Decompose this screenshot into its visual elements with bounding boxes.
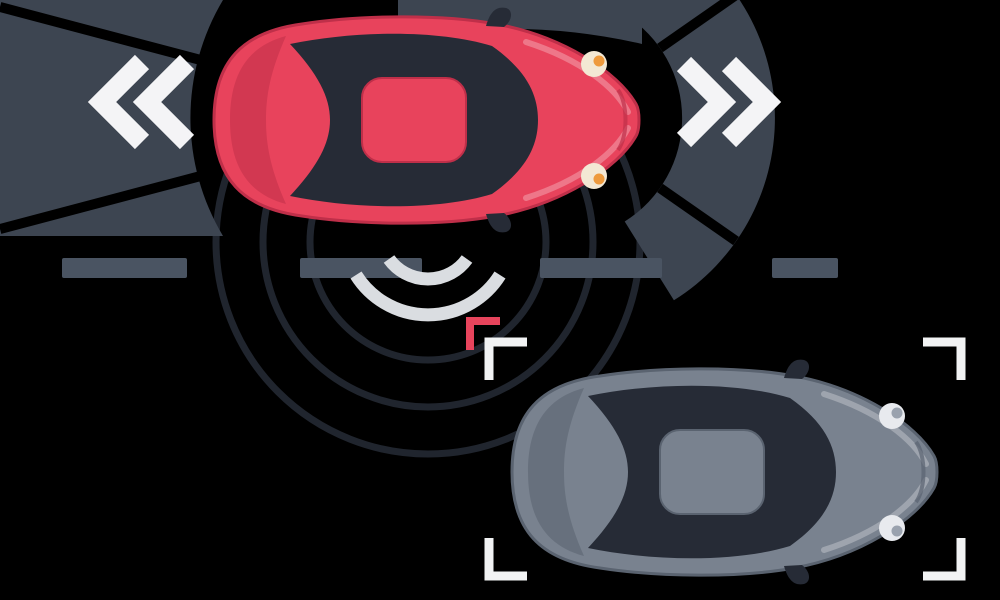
sensor-band-top-icon xyxy=(398,0,642,44)
gray-car xyxy=(512,360,937,585)
red-car xyxy=(214,8,639,233)
detection-frame-icon xyxy=(484,337,966,581)
chevrons-left-icon xyxy=(87,54,195,150)
alert-corner-icon xyxy=(466,317,500,350)
chevrons-right-icon xyxy=(676,56,782,148)
sensor-fan-right-icon xyxy=(624,0,775,301)
radar-wave-icon xyxy=(350,254,506,322)
